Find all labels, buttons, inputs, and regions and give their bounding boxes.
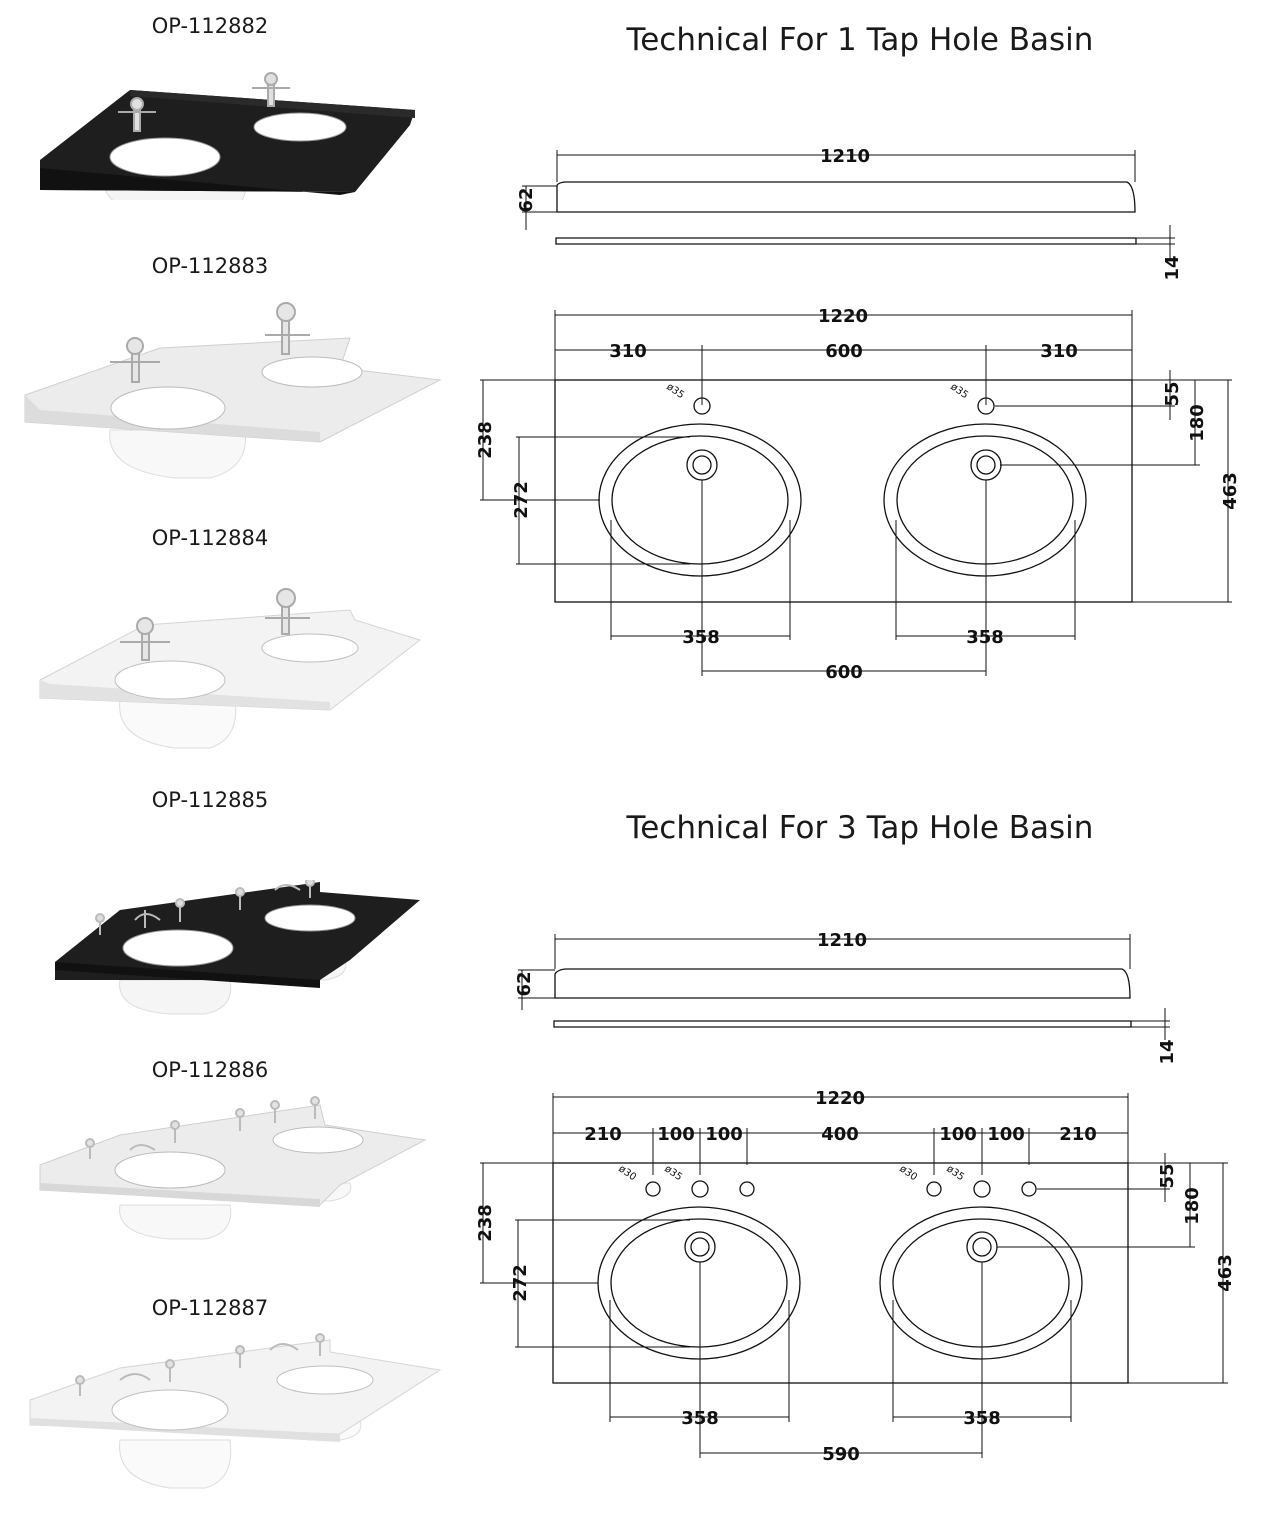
dim-bowl-length: 272 [510, 1264, 531, 1302]
hole-dia-1: ø30 [616, 1163, 638, 1183]
side-profile [554, 968, 1131, 999]
dim-side-height: 62 [514, 971, 535, 996]
hole-dia-4: ø35 [944, 1163, 966, 1183]
tap-hole-5 [973, 1180, 991, 1198]
dim-bowl-width-1: 358 [682, 627, 720, 648]
dim-top-seg-1: 310 [609, 341, 647, 362]
plan-outline [554, 379, 1133, 603]
dim-bowl-offset: 238 [475, 1204, 496, 1242]
product-code-2: OP-112883 [151, 254, 269, 278]
dim-side-height: 62 [516, 187, 537, 212]
bowl-outer-left [597, 1206, 801, 1360]
product-code-5: OP-112886 [151, 1058, 269, 1082]
bowl-inner-left [611, 435, 789, 565]
hole-dia-3: ø30 [897, 1163, 919, 1183]
dim-waste-offset: 180 [1187, 404, 1208, 442]
bowl-inner-left [610, 1218, 788, 1348]
tap-hole-3 [739, 1181, 755, 1197]
dim-depth: 463 [1220, 472, 1241, 510]
waste-right [966, 1231, 998, 1263]
bowl-outer-right [883, 423, 1087, 577]
product-code-6: OP-112887 [151, 1296, 269, 1320]
bowl-inner-right [896, 435, 1074, 565]
dim-plan-width: 1220 [818, 306, 868, 327]
dim-depth: 463 [1215, 1254, 1236, 1292]
dim-top-seg-3: 100 [705, 1124, 743, 1145]
technical-title-3-tap: Technical For 3 Tap Hole Basin [626, 810, 1094, 846]
drawing-3-tap: 1210 62 14 1220 210 100 100 400 100 100 … [475, 930, 1236, 1465]
product-image-white-marble-3-tap [29, 1333, 442, 1489]
dim-top-seg-4: 400 [821, 1124, 859, 1145]
dim-top-seg-3: 310 [1040, 341, 1078, 362]
thickness-profile [553, 1020, 1132, 1028]
product-code-3: OP-112884 [151, 526, 269, 550]
dim-top-seg-5: 100 [939, 1124, 977, 1145]
product-image-grey-marble-3-tap [39, 1096, 427, 1240]
product-image-grey-marble-1-tap [24, 302, 442, 479]
dim-bowl-offset: 238 [475, 421, 496, 459]
dim-thickness: 14 [1162, 255, 1183, 280]
waste-left [686, 449, 718, 481]
product-image-white-marble-1-tap [39, 588, 422, 749]
product-code-1: OP-112882 [151, 14, 269, 38]
dim-top-seg-7: 210 [1059, 1124, 1097, 1145]
dim-bowl-spacing: 600 [825, 662, 863, 683]
tap-hole-6 [1021, 1181, 1037, 1197]
side-profile [556, 181, 1136, 213]
dim-hole-offset: 55 [1157, 1163, 1178, 1188]
bowl-inner-right [892, 1218, 1070, 1348]
dim-plan-width: 1220 [815, 1088, 865, 1109]
dim-top-seg-1: 210 [584, 1124, 622, 1145]
dim-top-seg-2: 600 [825, 341, 863, 362]
bowl-outer-right [879, 1206, 1083, 1360]
waste-right [970, 449, 1002, 481]
dim-hole-offset: 55 [1162, 381, 1183, 406]
plan-outline [552, 1162, 1129, 1384]
dim-waste-offset: 180 [1182, 1187, 1203, 1225]
dim-thickness: 14 [1157, 1039, 1178, 1064]
dim-top-seg-6: 100 [987, 1124, 1025, 1145]
waste-left [684, 1231, 716, 1263]
dim-bowl-width-2: 358 [966, 627, 1004, 648]
tap-hole-left [693, 397, 711, 415]
hole-dia-1: ø35 [664, 381, 686, 401]
drawing-1-tap: 1210 62 14 1220 310 600 310 ø35 ø35 [475, 146, 1241, 683]
dim-side-width: 1210 [820, 146, 870, 167]
product-image-black-3-tap [55, 880, 420, 1015]
tap-hole-right [977, 397, 995, 415]
tap-hole-1 [645, 1181, 661, 1197]
tap-hole-4 [926, 1181, 942, 1197]
product-image-black-1-tap [40, 72, 415, 200]
dim-top-seg-2: 100 [657, 1124, 695, 1145]
bowl-outer-left [598, 423, 802, 577]
technical-title-1-tap: Technical For 1 Tap Hole Basin [626, 22, 1094, 58]
dim-side-width: 1210 [817, 930, 867, 951]
tap-hole-2 [691, 1180, 709, 1198]
dim-bowl-spacing: 590 [822, 1444, 860, 1465]
product-code-4: OP-112885 [151, 788, 269, 812]
thickness-profile [555, 237, 1137, 245]
hole-dia-2: ø35 [948, 381, 970, 401]
hole-dia-2: ø35 [662, 1163, 684, 1183]
dim-bowl-length: 272 [511, 481, 532, 519]
